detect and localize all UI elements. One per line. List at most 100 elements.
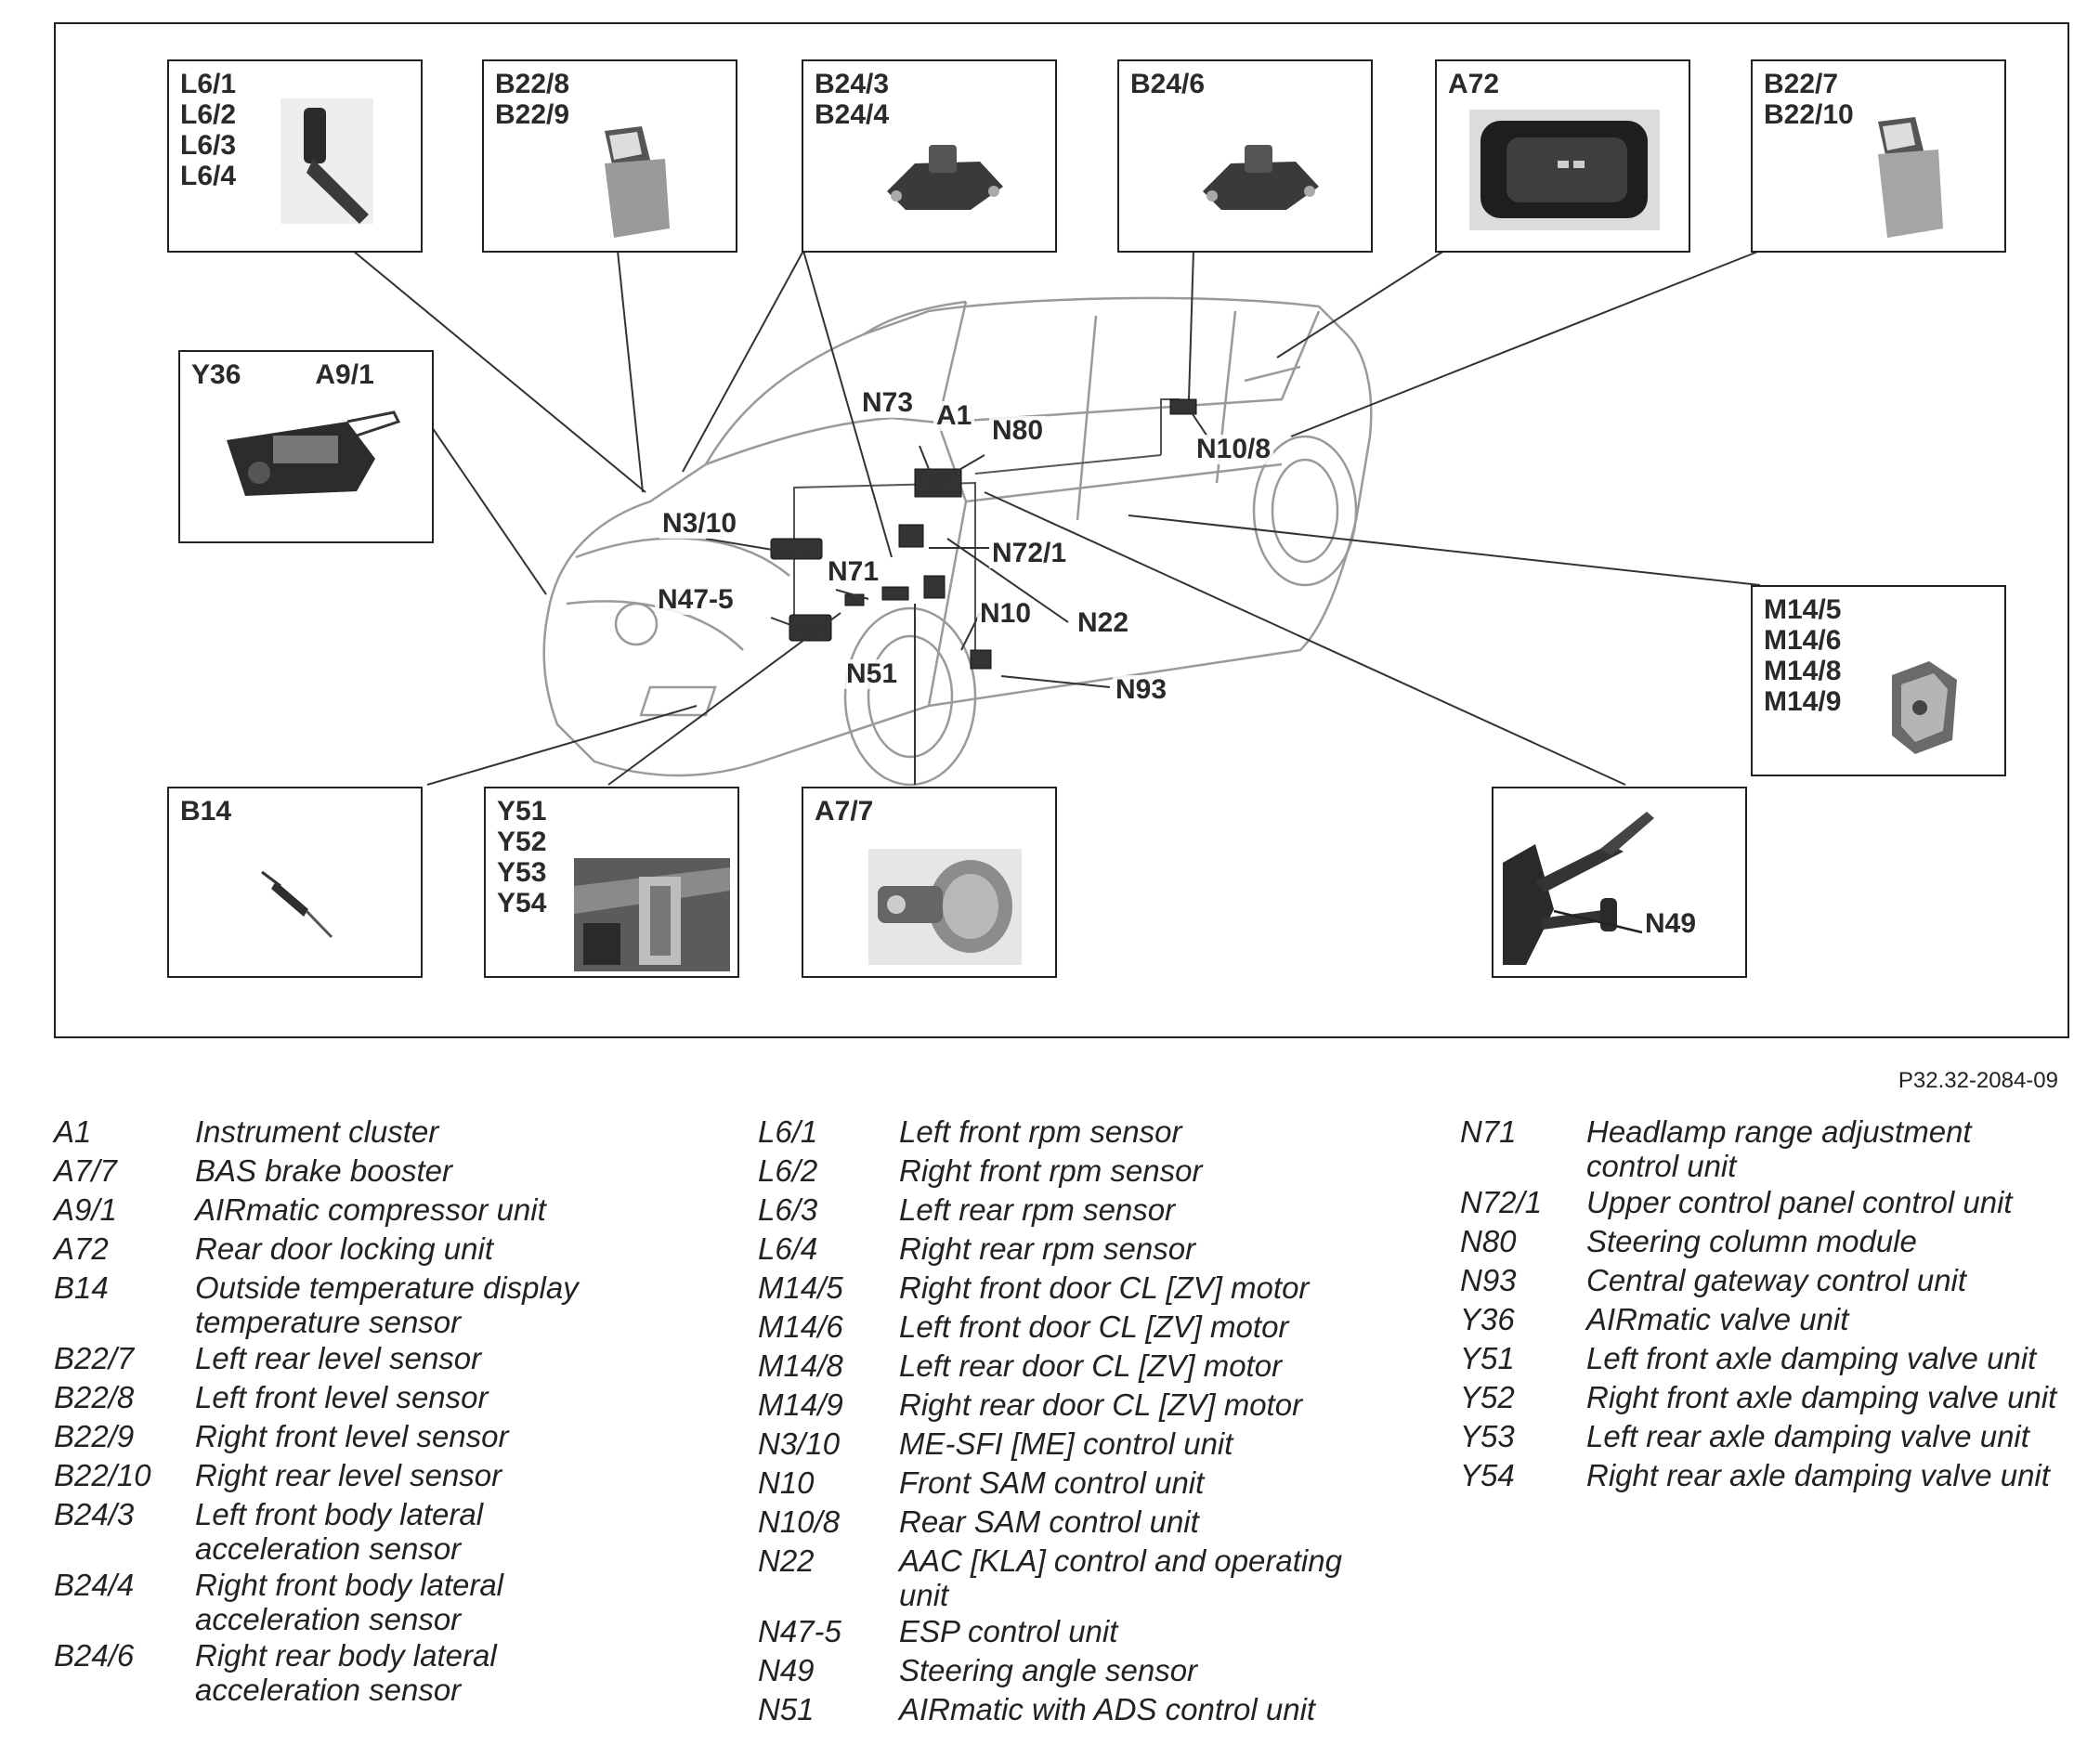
box-label: A7/7 [815, 796, 874, 827]
legend-description: Right front axle damping valve unit [1586, 1380, 2057, 1414]
box-label: Y36 [191, 359, 241, 390]
legend-description: AAC [KLA] control and operating unit [899, 1543, 1342, 1612]
legend-description: Left front level sensor [195, 1380, 489, 1414]
acceleration-sensor-image [887, 145, 1003, 210]
legend-code: B24/4 [54, 1568, 135, 1602]
legend-row: Y52 Right front axle damping valve unit [1460, 1378, 2082, 1417]
legend-code: Y36 [1460, 1302, 1515, 1336]
legend-code: B22/7 [54, 1341, 135, 1375]
level-sensor-image [605, 126, 670, 238]
box-labels: Y51 Y52 Y53 Y54 [497, 796, 546, 918]
legend-row: N72/1 Upper control panel control unit [1460, 1183, 2082, 1222]
legend-code: Y51 [1460, 1341, 1515, 1375]
callout-n10: N10 [977, 599, 1035, 629]
box-labels: B22/8 B22/9 [495, 69, 569, 130]
legend-description: Instrument cluster [195, 1114, 439, 1149]
rpm-sensor-image [280, 98, 373, 224]
legend-code: M14/5 [758, 1270, 843, 1305]
legend-description: Upper control panel control unit [1586, 1185, 2013, 1219]
component-box-l6: L6/1 L6/2 L6/3 L6/4 [167, 59, 423, 253]
callout-n10-8: N10/8 [1193, 435, 1274, 464]
box-label: Y54 [497, 888, 547, 918]
legend-row: A7/7 BAS brake booster [54, 1152, 648, 1191]
legend-code: B22/8 [54, 1380, 135, 1414]
legend-row: Y51 Left front axle damping valve unit [1460, 1339, 2082, 1378]
box-label: B22/8 [495, 69, 570, 99]
legend-description: BAS brake booster [195, 1153, 452, 1188]
box-labels: B22/7 B22/10 [1764, 69, 1854, 130]
legend-code: N93 [1460, 1263, 1517, 1297]
box-label: A9/1 [315, 359, 374, 390]
component-box-m14: M14/5 M14/6 M14/8 M14/9 [1751, 585, 2006, 776]
legend-description: Left front door CL [ZV] motor [899, 1309, 1289, 1344]
legend-description: Left front axle damping valve unit [1586, 1341, 2037, 1375]
callout-n47-5: N47-5 [655, 585, 737, 615]
legend-description: Right rear rpm sensor [899, 1231, 1196, 1266]
legend-code: A7/7 [54, 1153, 117, 1188]
component-box-a7-7: A7/7 [802, 787, 1057, 978]
callout-n73: N73 [859, 388, 917, 418]
legend-description: Right rear body lateral acceleration sen… [195, 1638, 497, 1707]
legend-code: L6/3 [758, 1192, 818, 1227]
legend-code: N10 [758, 1465, 815, 1500]
callout-n72-1: N72/1 [989, 539, 1070, 568]
box-labels: B24/6 [1130, 69, 1205, 99]
acceleration-sensor-image [1203, 145, 1319, 210]
legend-description: Right front door CL [ZV] motor [899, 1270, 1310, 1305]
component-box-y51: Y51 Y52 Y53 Y54 [484, 787, 739, 978]
callout-n49: N49 [1642, 909, 1700, 939]
legend-code: B14 [54, 1270, 109, 1305]
legend-description: AIRmatic compressor unit [195, 1192, 546, 1227]
damping-valve-image [574, 858, 730, 971]
legend-description: Left rear level sensor [195, 1341, 482, 1375]
legend-row: B22/7 Left rear level sensor [54, 1339, 648, 1378]
component-box-b22-7: B22/7 B22/10 [1751, 59, 2006, 253]
legend-row: L6/3 Left rear rpm sensor [758, 1191, 1371, 1230]
temperature-sensor-image [261, 870, 333, 939]
legend-code: N51 [758, 1692, 815, 1726]
legend-code: B24/3 [54, 1497, 135, 1531]
legend-code: N47-5 [758, 1614, 841, 1648]
box-labels: A72 [1448, 69, 1499, 99]
component-box-n49: N49 [1492, 787, 1747, 978]
legend-code: L6/2 [758, 1153, 818, 1188]
legend-code: N49 [758, 1653, 815, 1687]
legend-description: Right rear door CL [ZV] motor [899, 1387, 1303, 1422]
legend-description: Rear SAM control unit [899, 1504, 1199, 1539]
legend-description: Left rear rpm sensor [899, 1192, 1176, 1227]
callout-n71: N71 [825, 557, 882, 587]
legend-code: M14/6 [758, 1309, 843, 1344]
legend-description: Left rear door CL [ZV] motor [899, 1348, 1283, 1383]
legend-description: ME-SFI [ME] control unit [899, 1426, 1233, 1461]
legend-code: Y52 [1460, 1380, 1515, 1414]
legend-row: M14/8 Left rear door CL [ZV] motor [758, 1347, 1371, 1386]
box-labels: B14 [180, 796, 231, 827]
legend-description: Rear door locking unit [195, 1231, 494, 1266]
airmatic-compressor-image [227, 410, 401, 496]
component-box-b22-8: B22/8 B22/9 [482, 59, 737, 253]
legend-description: Right rear axle damping valve unit [1586, 1458, 2050, 1492]
legend-description: AIRmatic valve unit [1586, 1302, 1849, 1336]
legend-code: M14/8 [758, 1348, 843, 1383]
box-label: B24/3 [815, 69, 890, 99]
box-label: B24/6 [1130, 69, 1206, 99]
component-box-y36: Y36 A9/1 [178, 350, 434, 543]
legend-description: Right front rpm sensor [899, 1153, 1203, 1188]
legend-row: M14/6 Left front door CL [ZV] motor [758, 1308, 1371, 1347]
legend-code: N72/1 [1460, 1185, 1543, 1219]
component-box-b14: B14 [167, 787, 423, 978]
callout-n3-10: N3/10 [659, 509, 740, 539]
steering-angle-sensor-image [1503, 812, 1654, 965]
box-label: M14/9 [1764, 686, 1842, 717]
